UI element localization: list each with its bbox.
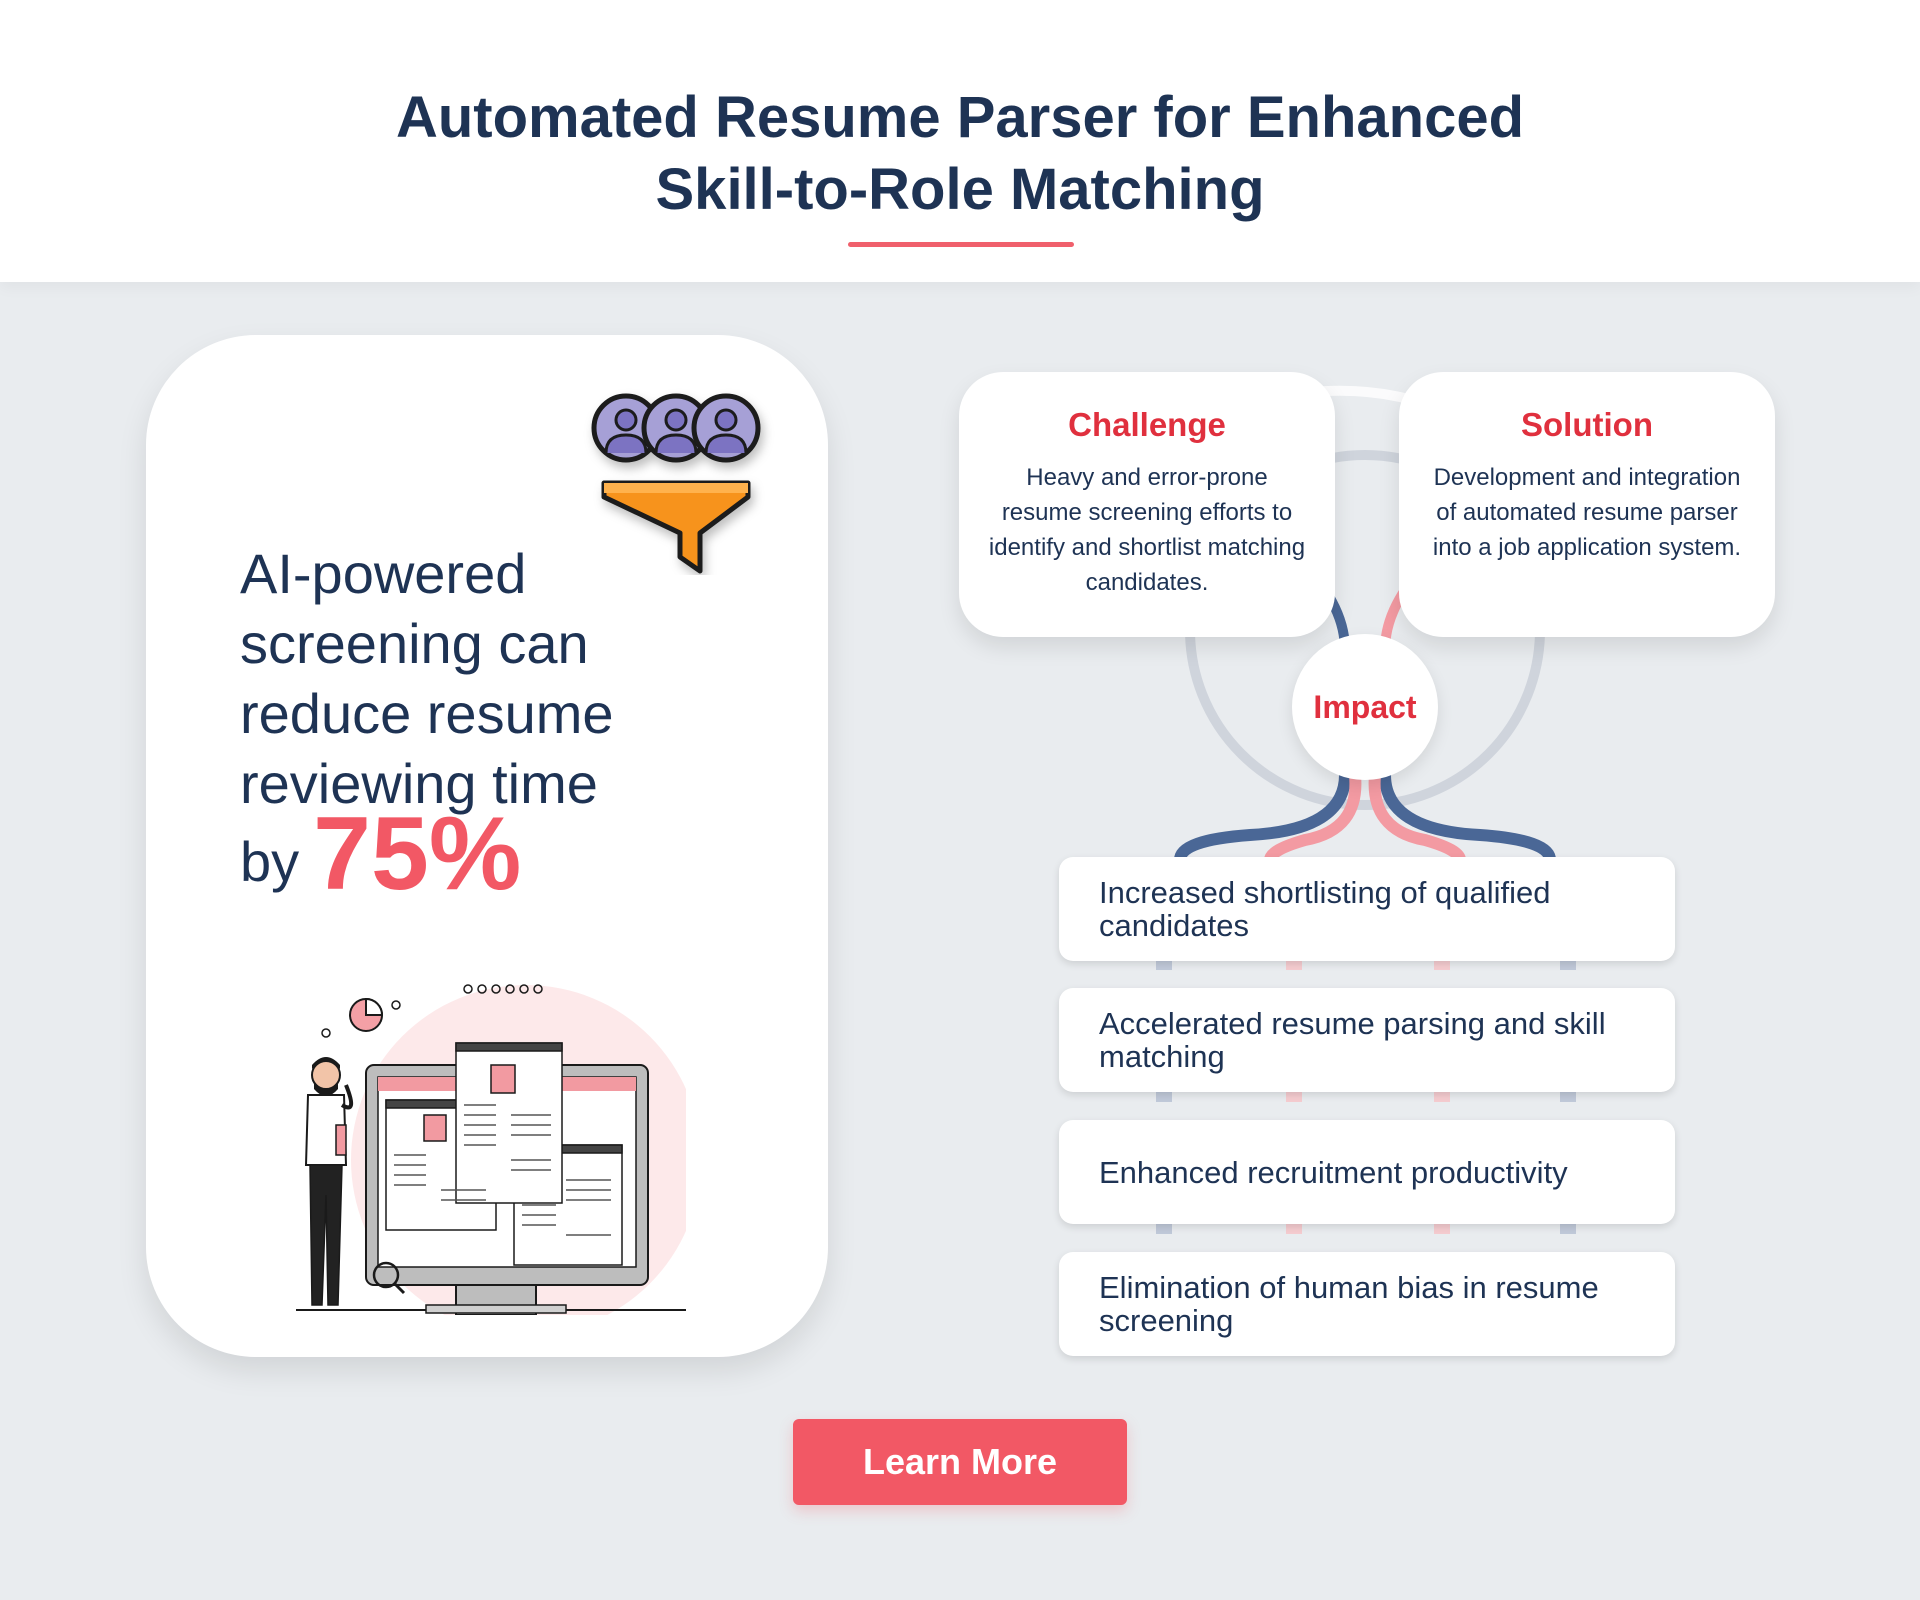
stat-by-word: by — [240, 830, 300, 893]
page-title-line-2: Skill-to-Role Matching — [655, 157, 1265, 222]
solution-description: Development and integration of automated… — [1432, 464, 1742, 561]
impact-item: Accelerated resume parsing and skill mat… — [1059, 988, 1675, 1092]
impact-badge: Impact — [1292, 634, 1438, 780]
impact-item: Enhanced recruitment productivity — [1059, 1120, 1675, 1224]
challenge-card: Challenge Heavy and error-prone resume s… — [959, 372, 1335, 637]
impact-item: Elimination of human bias in resume scre… — [1059, 1252, 1675, 1356]
learn-more-button[interactable]: Learn More — [793, 1419, 1127, 1505]
solution-card: Solution Development and integration of … — [1399, 372, 1775, 637]
page-title-line-1: Automated Resume Parser for Enhanced — [395, 85, 1525, 150]
people-funnel-icon — [591, 393, 761, 574]
stat-statement: AI-powered screening can reduce resume r… — [240, 539, 760, 906]
stat-card: AI-powered screening can reduce resume r… — [146, 335, 828, 1357]
stat-percent: 75% — [313, 796, 522, 912]
solution-title: Solution — [1521, 406, 1653, 443]
recruiter-monitor-illustration — [296, 984, 686, 1315]
stat-line-1: AI-powered — [240, 542, 527, 605]
page-title: Automated Resume Parser for Enhanced Ski… — [0, 82, 1920, 226]
stat-line-2: screening can — [240, 612, 589, 675]
stat-line-3: reduce resume — [240, 682, 614, 745]
challenge-description: Heavy and error-prone resume screening e… — [988, 464, 1306, 596]
header-banner: Automated Resume Parser for Enhanced Ski… — [0, 0, 1920, 282]
title-underline — [848, 242, 1074, 247]
challenge-title: Challenge — [1068, 406, 1226, 443]
impact-item: Increased shortlisting of qualified cand… — [1059, 857, 1675, 961]
stat-line-4: reviewing time — [240, 752, 598, 815]
